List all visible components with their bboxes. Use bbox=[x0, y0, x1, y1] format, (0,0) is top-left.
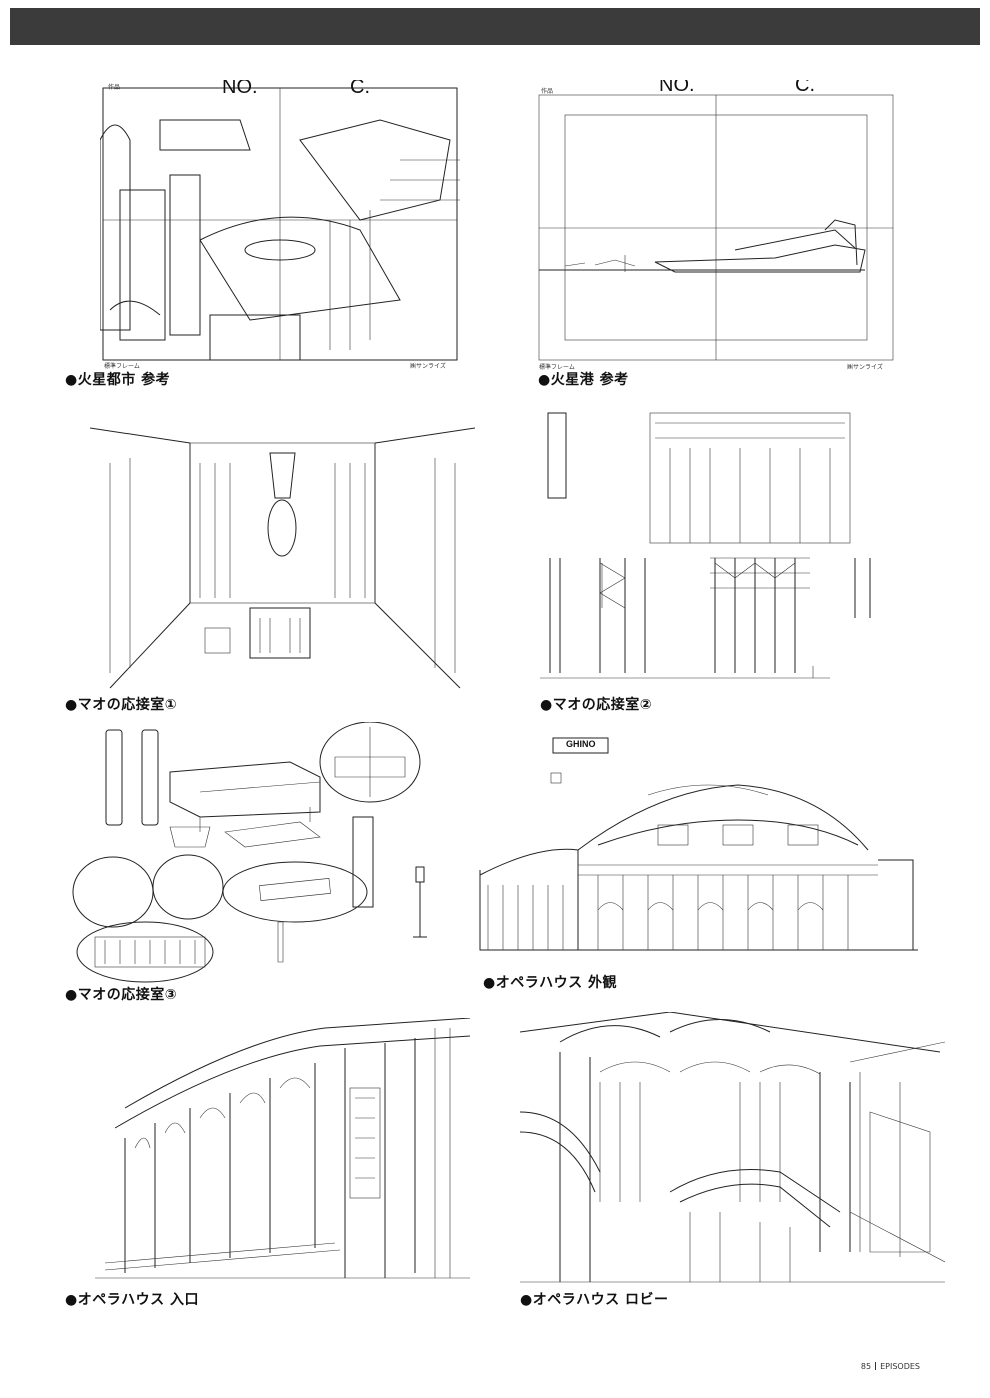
page-footer: 85 EPISODES bbox=[861, 1362, 920, 1371]
frame-no: NO. bbox=[659, 80, 695, 96]
caption-mao-room-3: ●マオの応接室③ bbox=[65, 987, 178, 1003]
frame-c: C. bbox=[795, 80, 815, 96]
header-bar bbox=[10, 8, 980, 45]
frame-sakuhin: 作品 bbox=[541, 89, 554, 95]
sketch-mars-port: 作品 NO. C. 標準フレーム ㈱サンライズ bbox=[535, 80, 897, 370]
caption-mars-port: ●火星港 参考 bbox=[538, 372, 629, 388]
sketch-mars-city: 作品 NO. C. 標準フレーム ㈱サンライズ bbox=[100, 80, 460, 370]
sketch-mao-room-1 bbox=[90, 403, 475, 695]
frame-standard-label: 標準フレーム bbox=[104, 364, 140, 370]
caption-mao-room-2: ●マオの応接室② bbox=[540, 697, 653, 713]
frame-sakuhin: 作品 bbox=[108, 85, 121, 91]
frame-standard-label: 標準フレーム bbox=[539, 365, 575, 370]
frame-no: NO. bbox=[222, 80, 258, 98]
opera-sign: GHINO bbox=[566, 739, 596, 749]
caption-opera-entrance: ●オペラハウス 入口 bbox=[65, 1292, 199, 1308]
caption-opera-lobby: ●オペラハウス ロビー bbox=[520, 1292, 669, 1308]
section-name: EPISODES bbox=[880, 1362, 920, 1371]
frame-c: C. bbox=[350, 80, 370, 98]
sketch-opera-lobby bbox=[520, 1012, 945, 1297]
frame-company: ㈱サンライズ bbox=[847, 365, 883, 370]
caption-opera-exterior: ●オペラハウス 外観 bbox=[483, 975, 617, 991]
sketch-mao-room-3 bbox=[70, 722, 455, 987]
caption-mao-room-1: ●マオの応接室① bbox=[65, 697, 178, 713]
page-number: 85 bbox=[860, 1362, 872, 1371]
frame-company: ㈱サンライズ bbox=[410, 364, 446, 370]
sketch-mao-room-2 bbox=[540, 408, 900, 693]
footer-separator bbox=[875, 1362, 877, 1370]
sketch-opera-exterior: GHINO bbox=[478, 735, 918, 970]
sketch-opera-entrance bbox=[95, 1018, 470, 1288]
caption-mars-city: ●火星都市 参考 bbox=[65, 372, 171, 388]
